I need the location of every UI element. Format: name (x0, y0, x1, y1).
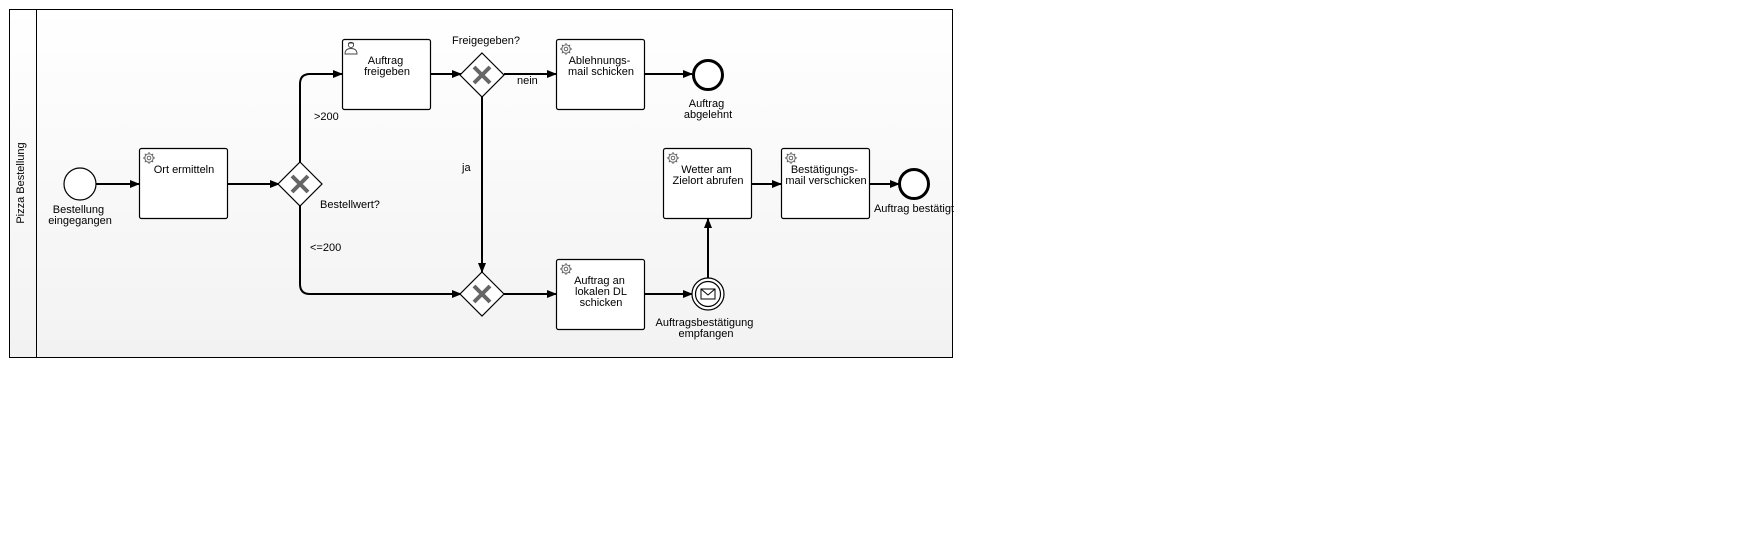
task-wetter[interactable]: Wetter am Zielort abrufen (662, 147, 753, 220)
end-event-rejected[interactable] (692, 59, 724, 91)
user-icon (344, 41, 358, 55)
flow-label-ja: ja (461, 162, 471, 174)
start-event-label: Bestellung eingegangen (48, 204, 112, 227)
label-line: abgelehnt (684, 109, 732, 121)
end-event-confirmed-label: Auftrag bestätigt (874, 203, 954, 215)
end-event-confirmed[interactable] (898, 168, 930, 200)
task-label: Bestätigungs- mail verschicken (785, 164, 866, 187)
flow-label-nein: nein (517, 75, 538, 87)
flow-label-le200: <=200 (310, 242, 341, 254)
intermediate-message-label: Auftragsbestätigung empfangen (656, 317, 757, 340)
task-ort-ermitteln[interactable]: Ort ermitteln (138, 147, 229, 220)
envelope-icon (700, 288, 716, 300)
sequence-flows (96, 70, 900, 298)
task-ablehnungsmail[interactable]: Ablehnungs- mail schicken (555, 38, 646, 111)
end-event-rejected-label: Auftrag abgelehnt (684, 98, 732, 121)
flow-label-gt200: >200 (314, 111, 339, 123)
intermediate-message-event[interactable] (691, 277, 725, 311)
flow-gt200[interactable] (299, 70, 343, 163)
gateway-freigegeben[interactable] (459, 52, 505, 98)
task-label: Ablehnungs- mail schicken (568, 55, 634, 78)
gateway-bestellwert-label: Bestellwert? (320, 199, 380, 211)
label-line: Zielort abrufen (673, 175, 744, 187)
label-line: schicken (580, 297, 623, 309)
label-line: empfangen (678, 328, 733, 340)
lane-label: Pizza Bestellung (15, 142, 27, 223)
gateway-bestellwert[interactable] (277, 161, 323, 207)
gateway-merge[interactable] (459, 271, 505, 317)
task-label: Wetter am Zielort abrufen (673, 164, 744, 187)
label-line: freigeben (364, 66, 410, 78)
task-label: Auftrag freigeben (364, 55, 410, 78)
label-line: mail verschicken (785, 175, 866, 187)
label-line: lokalen DL (575, 286, 627, 298)
task-auftrag-freigeben[interactable]: Auftrag freigeben (341, 38, 432, 111)
label-line: eingegangen (48, 215, 112, 227)
gateway-freigegeben-label: Freigegeben? (452, 35, 520, 47)
task-label: Ort ermitteln (154, 164, 215, 176)
task-bestaetigungsmail[interactable]: Bestätigungs- mail verschicken (780, 147, 871, 220)
start-event[interactable] (63, 167, 97, 201)
flow-le200[interactable] (299, 205, 462, 298)
label-line: mail schicken (568, 66, 634, 78)
